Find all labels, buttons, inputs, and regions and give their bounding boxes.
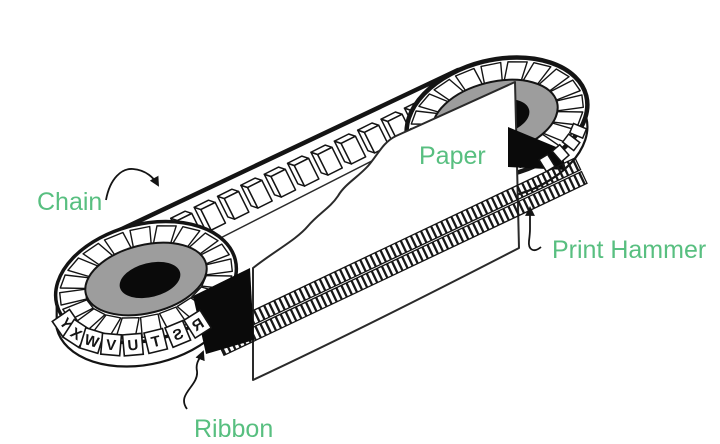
print-hammer-arrow	[525, 206, 542, 252]
svg-text:T: T	[149, 333, 162, 352]
ribbon-arrow	[183, 350, 205, 410]
chain-outer-edge-line	[100, 67, 461, 241]
svg-text:W: W	[81, 331, 100, 352]
ribbon-label: Ribbon	[194, 415, 273, 443]
print-hammer-bank	[211, 157, 588, 357]
print-hammer-label: Print Hammer	[552, 236, 706, 264]
hammer-bank-front-row	[217, 170, 588, 357]
annotation-arrows	[105, 168, 542, 410]
ribbon-right-wedge	[508, 127, 566, 170]
svg-text:U: U	[127, 337, 139, 355]
svg-text:V: V	[105, 337, 116, 355]
right-wheel-rim-marks	[538, 122, 588, 173]
left-wheel-hub	[119, 261, 181, 299]
chain-arrow	[105, 168, 159, 201]
ribbon-left-wedge	[193, 268, 254, 354]
paper-label: Paper	[419, 142, 486, 170]
chain-band	[100, 67, 469, 281]
chain-label: Chain	[37, 188, 102, 216]
chain-type-slugs	[146, 100, 437, 253]
